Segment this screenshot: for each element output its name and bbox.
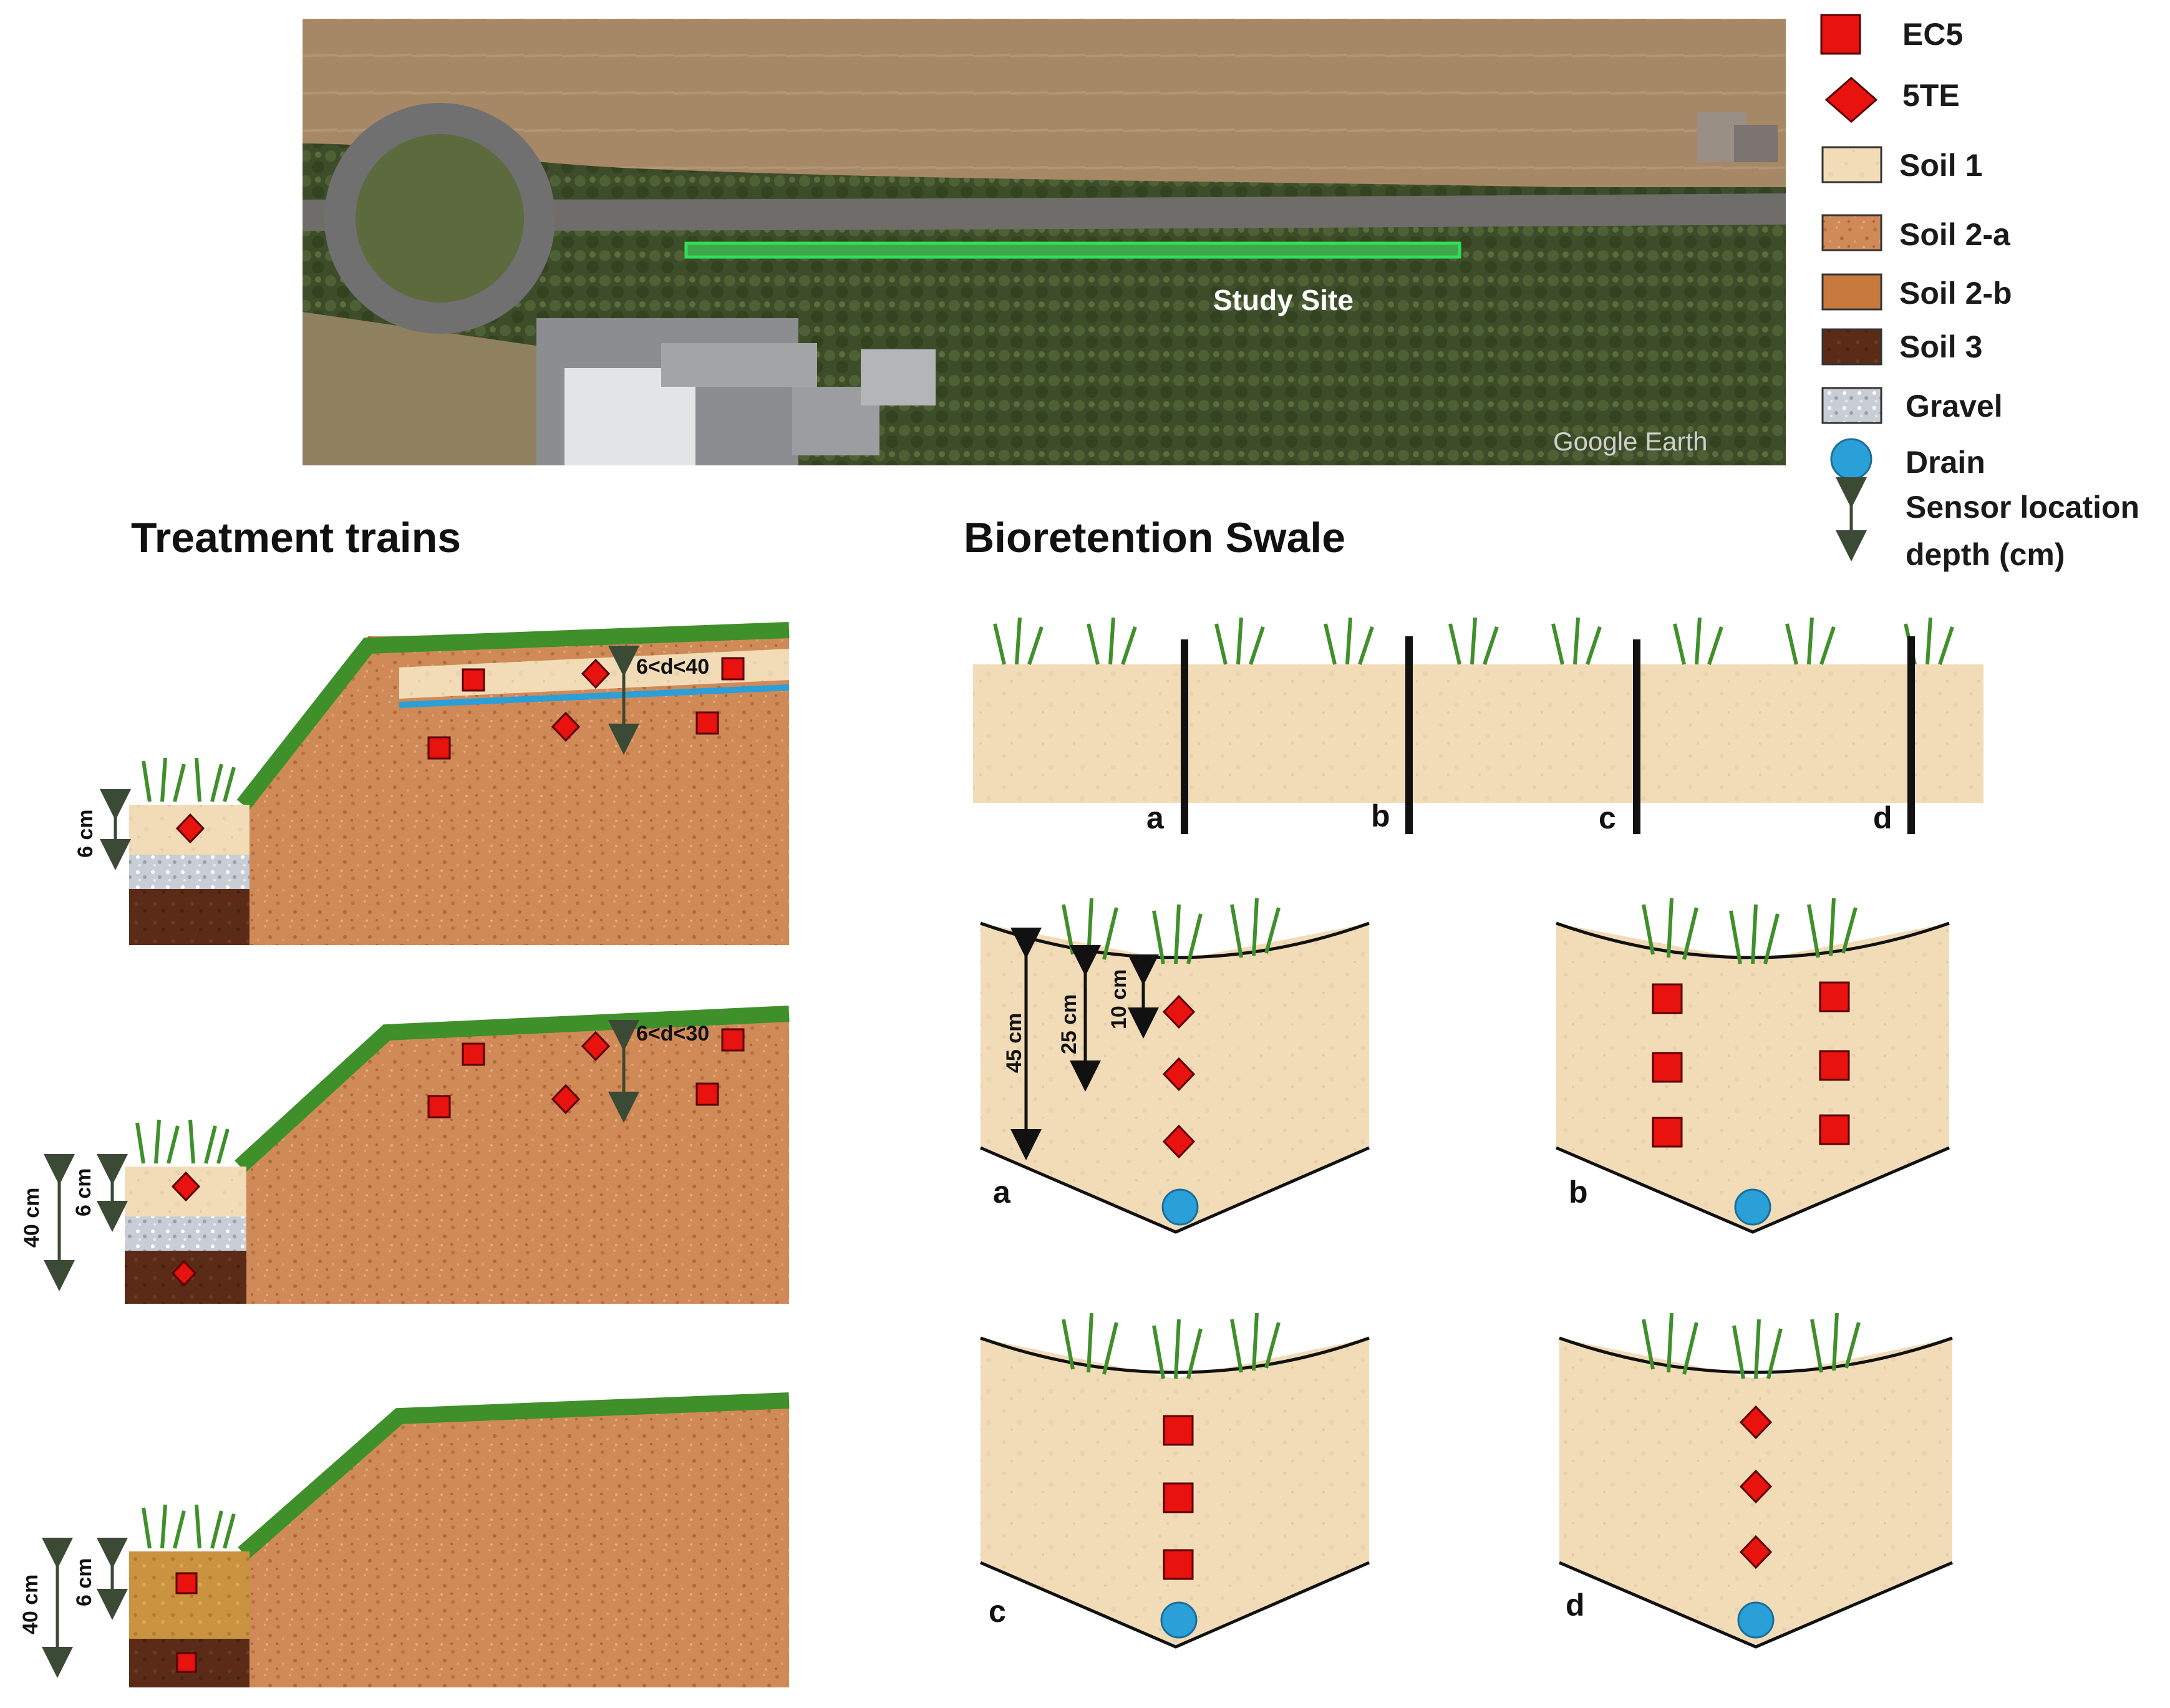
swale-panel-a: 45 cm 25 cm 10 cm a: [980, 898, 1370, 1234]
legend-5te-swatch: [1824, 77, 1878, 123]
swale-panel-c: c: [980, 1313, 1370, 1649]
divider-d: [1907, 636, 1915, 834]
panel-letter-d: d: [1566, 1588, 1585, 1623]
5te-sensor: [1162, 1057, 1196, 1092]
5te-sensor: [581, 658, 611, 689]
legend-arrow-label-line2: depth (cm): [1906, 537, 2065, 572]
study-site-strip: [684, 241, 1461, 259]
ec5-sensor: [1163, 1482, 1194, 1513]
legend-soil2a-swatch: [1821, 214, 1882, 251]
strip-letter-a: a: [1146, 800, 1165, 835]
ec5-sensor: [695, 1082, 719, 1106]
5te-sensor: [551, 711, 581, 742]
ec5-sensor: [1819, 1114, 1850, 1145]
ec5-sensor: [695, 711, 719, 735]
5te-sensor: [581, 1031, 611, 1062]
aerial-photo: Study Site Google Earth: [303, 19, 1786, 465]
drain: [1737, 1601, 1775, 1639]
depth-label-6cm: 6 cm: [72, 1558, 96, 1607]
ec5-sensor: [427, 736, 451, 760]
5te-sensor: [1739, 1405, 1773, 1440]
ec5-sensor: [721, 657, 745, 681]
depth-label-25cm: 25 cm: [1057, 994, 1081, 1054]
5te-sensor: [1739, 1535, 1773, 1570]
legend-drain-label: Drain: [1906, 445, 1985, 480]
grass-row: [993, 617, 1954, 665]
legend-soil2b-label: Soil 2-b: [1899, 276, 2012, 311]
ec5-sensor: [462, 668, 485, 692]
panel-letter-c: c: [989, 1594, 1006, 1629]
ec5-sensor: [176, 1652, 197, 1673]
ec5-sensor: [1163, 1549, 1194, 1580]
legend-drain-swatch: [1830, 438, 1872, 480]
legend-ec5-label: EC5: [1902, 17, 1963, 52]
study-site-label: Study Site: [1213, 284, 1354, 316]
depth-range-label: 6<d<40: [636, 655, 709, 679]
treatment-panel-3: 6 cm 40 cm: [19, 1392, 790, 1687]
ec5-sensor: [427, 1095, 451, 1118]
strip-letter-c: c: [1599, 800, 1616, 835]
depth-label-10cm: 10 cm: [1107, 969, 1131, 1029]
drain: [1160, 1601, 1198, 1639]
5te-sensor: [171, 1171, 201, 1202]
depth-label-6cm: 6 cm: [74, 810, 97, 858]
divider-c: [1633, 639, 1640, 834]
ec5-sensor: [1652, 1052, 1683, 1083]
5te-sensor: [551, 1084, 581, 1115]
swale-panel-d: d: [1559, 1313, 1953, 1649]
panel-letter-a: a: [993, 1175, 1011, 1210]
legend-arrow-label-line1: Sensor location: [1906, 490, 2139, 525]
depth-label-6cm: 6 cm: [72, 1168, 95, 1217]
grass-tuft: [1642, 1313, 1861, 1379]
legend: EC5 5TE Soil 1 Soil 2-a Soil 2-b Soil 3 …: [1820, 14, 2139, 572]
panel-letter-b: b: [1569, 1175, 1588, 1210]
5te-sensor: [1162, 1124, 1196, 1159]
divider-a: [1181, 639, 1188, 834]
drain: [1161, 1188, 1199, 1226]
grass-tuft: [135, 1119, 230, 1164]
swale-panel-b: b: [1556, 898, 1950, 1234]
depth-label-40cm: 40 cm: [19, 1575, 42, 1634]
grass-tuft: [142, 757, 236, 802]
legend-soil1-label: Soil 1: [1899, 148, 1982, 183]
drain: [1734, 1188, 1771, 1226]
google-earth-watermark: Google Earth: [1553, 427, 1708, 456]
grass-tuft: [1062, 1313, 1281, 1379]
ec5-sensor: [1819, 981, 1850, 1012]
legend-soil2b-swatch: [1821, 273, 1882, 311]
grass-tuft: [142, 1504, 236, 1549]
strip-letter-d: d: [1873, 800, 1892, 835]
legend-5te-label: 5TE: [1902, 78, 1960, 113]
ec5-sensor: [1163, 1415, 1194, 1446]
ec5-sensor: [175, 1572, 198, 1594]
bioretention-strip: a b c d: [973, 617, 1984, 835]
legend-gravel-label: Gravel: [1906, 389, 2003, 424]
legend-ec5-swatch: [1820, 14, 1861, 55]
depth-range-label: 6<d<30: [636, 1022, 709, 1046]
treatment-panel-2: 6<d<30 6 cm 40 cm: [20, 1006, 790, 1304]
ec5-sensor: [721, 1028, 745, 1052]
legend-soil3-label: Soil 3: [1899, 329, 1982, 364]
treatment-trains-title: Treatment trains: [131, 514, 461, 561]
depth-label-45cm: 45 cm: [1002, 1013, 1026, 1073]
ec5-sensor: [462, 1042, 485, 1066]
ec5-sensor: [1652, 983, 1683, 1014]
ec5-sensor: [1819, 1050, 1850, 1081]
divider-b: [1405, 636, 1413, 834]
depth-label-40cm: 40 cm: [20, 1188, 44, 1248]
grass-tuft: [1642, 898, 1858, 964]
5te-sensor: [175, 813, 205, 844]
legend-gravel-swatch: [1821, 387, 1882, 424]
5te-sensor: [1162, 994, 1196, 1029]
legend-soil3-swatch: [1821, 328, 1882, 366]
strip-letter-b: b: [1371, 798, 1390, 833]
ec5-sensor: [1652, 1117, 1683, 1148]
5te-sensor: [171, 1259, 197, 1287]
5te-sensor: [1739, 1469, 1773, 1504]
legend-soil2a-label: Soil 2-a: [1899, 217, 2011, 252]
bioretention-swale-title: Bioretention Swale: [964, 514, 1345, 561]
treatment-panel-1: 6<d<40 6 cm: [74, 622, 790, 945]
legend-soil1-swatch: [1821, 146, 1882, 183]
